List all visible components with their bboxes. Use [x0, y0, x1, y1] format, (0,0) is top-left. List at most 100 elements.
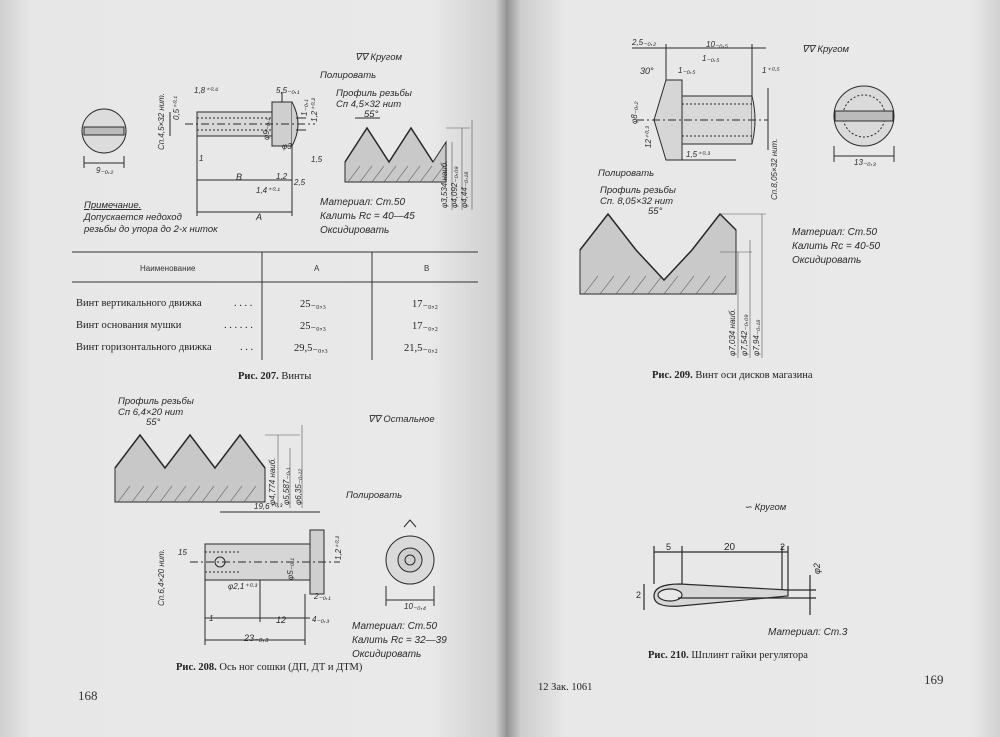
- fig208-dim-d8: 12: [276, 615, 287, 625]
- fig209-surface-mark: ∇∇ Кругом: [802, 44, 850, 55]
- table-row-2-name: Винт основания мушки: [76, 320, 182, 331]
- fig207-dim-d9: 1,5: [311, 155, 323, 164]
- fig210-surface-mark: ∽ Кругом: [744, 502, 787, 513]
- fig207-drawing: [81, 92, 473, 216]
- fig209-dim-d6: 30°: [640, 66, 654, 76]
- fig208-dim-d5: φ2,1⁺⁰·³: [228, 582, 258, 591]
- fig207-note-line2: резьбы до упора до 2-х ниток: [84, 224, 218, 235]
- fig209-caption: Рис. 209. Винт оси дисков магазина: [652, 370, 813, 381]
- fig207-material-line1: Материал: Ст.50: [320, 197, 406, 208]
- fig208-dim-d12: 10₋₀,₄: [404, 602, 426, 611]
- fig209-thread-profile-1: Профиль резьбы: [600, 185, 676, 196]
- fig210-caption-text: Шплинт гайки регулятора: [691, 650, 808, 661]
- right-page-number: 169: [924, 672, 944, 687]
- table-row-2-b: 17₋₀,₂: [412, 321, 438, 332]
- fig207-note-line1: Допускается недоход: [84, 212, 182, 223]
- fig210-material: Материал: Ст.3: [768, 627, 848, 638]
- fig207-thread-profile-1: Профиль резьбы: [336, 88, 412, 99]
- fig210-dim-d4: φ2: [812, 563, 822, 574]
- fig207-dim-d1: 1,8⁺⁰·⁶: [194, 86, 219, 95]
- fig207-dim-d12: 1,4⁺⁰·¹: [256, 186, 280, 195]
- fig208-surface-mark: ∇∇ Остальное: [368, 414, 435, 425]
- fig210-dim-d5: 2: [636, 590, 642, 600]
- fig209-drawing: [579, 44, 895, 615]
- fig208-thread-profile-2: Сп 6,4×20 нит: [118, 407, 184, 418]
- fig208-dim-d7: 1: [209, 614, 214, 623]
- fig207-caption: Рис. 207. Винты: [238, 371, 311, 382]
- left-page: ∇∇ Кругом Полировать Профиль резьбы Сп 4…: [0, 0, 506, 737]
- fig207-thread-profile-2: Сп 4,5×32 нит: [336, 99, 402, 110]
- fig209-caption-number: Рис. 209.: [652, 370, 693, 381]
- table-row-2-a: 25₋₀,₃: [300, 321, 326, 332]
- fig207-material: Материал: Ст.50 Калить Rc = 40—45 Оксиди…: [320, 196, 415, 238]
- fig209-material-line2: Калить Rc = 40-50: [792, 241, 881, 252]
- fig208-dim-d2: Сп.6,4×20 нит.: [157, 549, 166, 606]
- table-row-1-a: 25₋₀,₃: [300, 299, 326, 310]
- fig208-material: Материал: Ст.50 Калить Rc = 32—39 Оксиди…: [352, 620, 447, 662]
- fig209-material-line3: Оксидировать: [792, 255, 862, 266]
- fig208-angle: 55°: [146, 417, 161, 428]
- fig209-material: Материал: Ст.50 Калить Rc = 40-50 Оксиди…: [792, 226, 880, 268]
- fig207-dim-d10: 1,2: [276, 172, 288, 181]
- fig208-caption-text: Ось ног сошки (ДП, ДТ и ДТМ): [219, 662, 363, 673]
- fig208-caption-number: Рис. 208.: [176, 662, 217, 673]
- table-row-3-name: Винт горизонтального движка: [76, 342, 212, 353]
- fig209-thread-profile-2: Сп. 8,05×32 нит: [600, 196, 674, 207]
- fig207-dim-d11: 2,5: [294, 178, 306, 187]
- fig207-angle: 55°: [364, 109, 379, 120]
- left-page-number: 168: [78, 688, 98, 703]
- fig207-material-line2: Калить Rc = 40—45: [320, 211, 415, 222]
- fig210-dim-d2: 20: [724, 542, 736, 553]
- fig208-thread-dim-1: φ4,774 наиб.: [268, 457, 277, 505]
- fig208-polish-label: Полировать: [346, 490, 403, 501]
- fig209-polish-label: Полировать: [598, 168, 655, 179]
- fig208-dim-d4: φ5₋₀,₁: [286, 557, 295, 580]
- right-page: ∇∇ Кругом 2,5₋₀,₂ 10₋₀,₅ 1₋₀,₅ 1₋₀,₅ 1⁺⁰…: [506, 0, 1000, 737]
- fig209-caption-text: Винт оси дисков магазина: [695, 370, 813, 381]
- fig208-dim-d6: 15: [178, 548, 187, 557]
- fig210-caption-number: Рис. 210.: [648, 650, 689, 661]
- fig210-dim-d3: 2: [780, 542, 786, 552]
- fig208-caption: Рис. 208. Ось ног сошки (ДП, ДТ и ДТМ): [176, 662, 362, 673]
- fig209-dim-d11: 13₋₀,₃: [854, 158, 876, 167]
- table-row-1-name: Винт вертикального движка: [76, 298, 202, 309]
- fig209-dim-d8: 12⁺⁰·³: [644, 126, 653, 148]
- fig210-caption: Рис. 210. Шплинт гайки регулятора: [648, 650, 808, 661]
- table-row-3-a: 29,5₋₀,₃: [294, 343, 328, 354]
- fig207-dim-d7: φ3: [282, 142, 292, 151]
- fig209-material-line1: Материал: Ст.50: [792, 227, 878, 238]
- fig208-thread-profile-1: Профиль резьбы: [118, 396, 194, 407]
- fig207-dim-d16: 9₋₀,₂: [96, 166, 114, 175]
- table-header-name: Наименование: [140, 264, 196, 273]
- table-header-a: А: [314, 264, 320, 273]
- fig208-material-line1: Материал: Ст.50: [352, 621, 438, 632]
- fig209-thread-dim-1: φ7,034 наиб.: [728, 308, 737, 356]
- fig207-dim-d13: В: [236, 172, 243, 182]
- fig209-dim-d1: 2,5₋₀,₂: [632, 38, 656, 47]
- fig208-drawing: [114, 425, 435, 645]
- fig208-dim-d10: 2₋₀,₁: [314, 592, 331, 601]
- table-row-2-dots: . . . . . .: [224, 320, 253, 331]
- fig208-dim-d1: 19,6⁺⁰·³: [254, 502, 283, 511]
- fig208-thread-dim-2: φ5,587₋₀,₁: [282, 467, 291, 505]
- fig209-angle: 55°: [648, 206, 663, 217]
- table-row-1-dots: . . . .: [234, 298, 253, 309]
- fig208-dim-d3: 1,2⁺⁰·²: [334, 536, 343, 560]
- fig209-dim-d2: 10₋₀,₅: [706, 40, 728, 49]
- fig207-note-title: Примечание.: [84, 200, 142, 211]
- fig209-thread-dim-3: φ7,94₋₀,₁₈: [752, 319, 761, 356]
- fig208-material-line2: Калить Rc = 32—39: [352, 635, 447, 646]
- right-page-footer: 12 Зак. 1061: [538, 682, 593, 693]
- fig209-dim-d7: φ8₋₀,₂: [630, 101, 639, 124]
- fig209-dim-d4: 1₋₀,₅: [678, 66, 696, 75]
- fig207-dim-d15: 1: [199, 154, 204, 163]
- fig210-dim-d1: 5: [666, 542, 672, 552]
- fig207-material-line3: Оксидировать: [320, 225, 390, 236]
- fig207-polish-label: Полировать: [320, 70, 377, 81]
- fig208-dim-d9: 4₋₀,₃: [312, 615, 330, 624]
- fig207-dim-d14: А: [256, 212, 263, 222]
- fig207-caption-text: Винты: [281, 371, 312, 382]
- table-row-1-b: 17₋₀,₂: [412, 299, 438, 310]
- fig207-surface-mark: ∇∇ Кругом: [355, 52, 403, 63]
